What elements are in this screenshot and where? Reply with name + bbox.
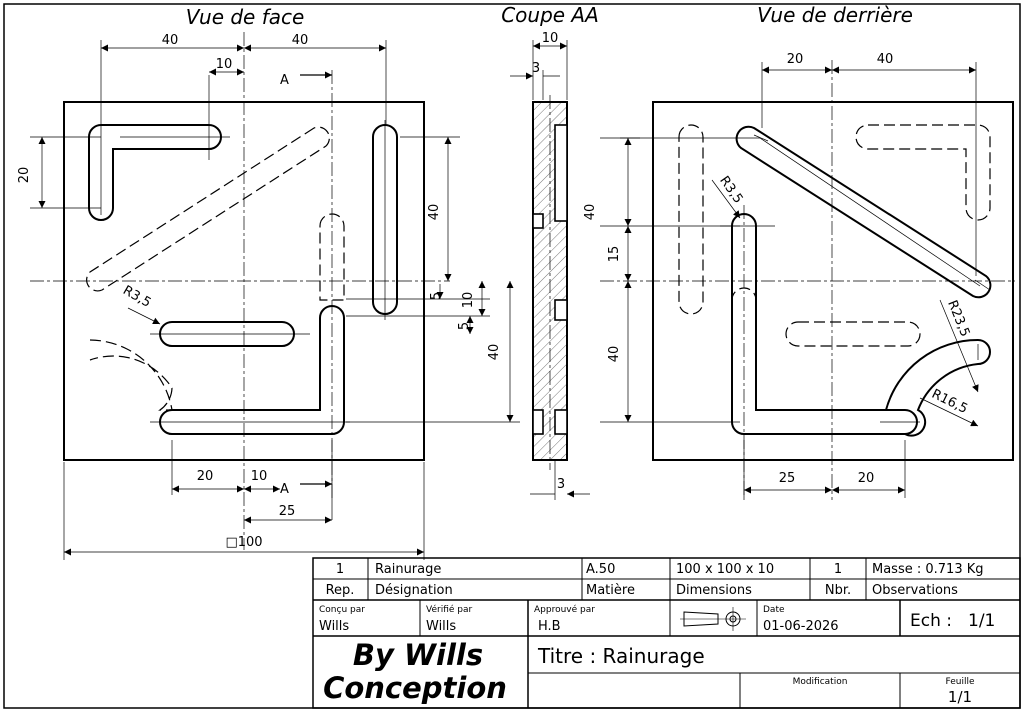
dim-back-20-bottom: 20 (858, 471, 875, 486)
dim-sec-3-top: 3 (532, 61, 540, 76)
dim-front-20-bottom: 20 (197, 469, 214, 484)
back-view: 20 40 R3,5 40 15 40 R23,5 R16,5 25 20 (583, 52, 1015, 500)
dim-front-40-right: 40 (292, 33, 309, 48)
tb-date-label: Date (763, 605, 785, 615)
tb-titre: Titre : Rainurage (537, 644, 705, 668)
dim-back-r35: R3,5 (716, 174, 745, 207)
tb-verifie-label: Vérifié par (426, 604, 472, 615)
view-title-front: Vue de face (186, 5, 305, 29)
drawing-frame (3, 3, 1021, 709)
dim-front-10-top: 10 (216, 57, 233, 72)
tb-row2-observations: Observations (872, 583, 958, 598)
tb-echelle-label: Ech : (910, 611, 952, 631)
tb-row2-rep: Rep. (326, 583, 355, 598)
dim-front-5-a: 5 (429, 292, 444, 300)
dim-front-40-v: 40 (427, 204, 442, 221)
back-hidden-horizontal-slot (785, 321, 921, 347)
dim-front-10-bottom: 10 (251, 469, 268, 484)
section-marker-top: A (280, 73, 289, 88)
tb-company-line2: Conception (323, 671, 507, 705)
front-l-slot-bottom (159, 305, 345, 435)
dim-back-40-top: 40 (877, 52, 894, 67)
back-hidden-l-slot (855, 124, 991, 221)
dim-front-10-v: 10 (461, 292, 476, 309)
back-hidden-corner-slot (731, 287, 757, 318)
tb-modification-label: Modification (793, 677, 848, 687)
tb-approuve-value: H.B (538, 619, 561, 634)
tb-row1-nbr: 1 (834, 562, 842, 577)
dim-back-r235: R23,5 (944, 298, 972, 339)
tb-verifie-value: Wills (426, 619, 456, 634)
dim-back-40-v: 40 (583, 204, 598, 221)
tb-row1-rep: 1 (336, 562, 344, 577)
back-plate-outline (652, 101, 1014, 461)
dim-back-15-v: 15 (607, 246, 622, 263)
back-l-slot (731, 213, 918, 435)
tb-row1-matiere: A.50 (586, 562, 615, 577)
tb-row2-dimensions: Dimensions (676, 583, 752, 598)
tb-company-line1: By Wills (353, 638, 483, 672)
dim-back-25-bottom: 25 (779, 471, 796, 486)
dim-front-20-left: 20 (17, 167, 32, 184)
back-arc-slot (885, 338, 991, 437)
back-diagonal-slot (735, 125, 992, 299)
section-view: 10 3 3 (510, 31, 590, 500)
front-hidden-diagonal-slot (86, 126, 330, 292)
back-hidden-vertical-slot (678, 124, 704, 315)
dim-front-25-bottom: 25 (279, 504, 296, 519)
view-title-section: Coupe AA (501, 3, 599, 27)
front-plate-outline (63, 101, 425, 461)
title-block: 1 Rainurage A.50 100 x 100 x 10 1 Masse … (312, 557, 1021, 709)
front-hidden-vertical-slot (319, 213, 345, 301)
front-vertical-slot (372, 124, 398, 315)
front-l-slot-top (88, 124, 222, 221)
dim-sec-10: 10 (542, 31, 559, 46)
tb-row2-matiere: Matière (586, 583, 635, 598)
dim-front-overall: □100 (225, 535, 262, 550)
dim-sec-3-bottom: 3 (557, 477, 565, 492)
tb-feuille-value: 1/1 (948, 688, 972, 706)
dim-front-40-left: 40 (162, 33, 179, 48)
dim-front-r35: R3,5 (120, 283, 153, 311)
tb-row1-designation: Rainurage (375, 562, 441, 577)
tb-row1-observations: Masse : 0.713 Kg (872, 562, 984, 577)
tb-feuille-label: Feuille (946, 677, 975, 687)
tb-concu-value: Wills (319, 619, 349, 634)
section-marker-bottom: A (280, 482, 289, 497)
tb-row2-nbr: Nbr. (825, 583, 851, 598)
tb-row1-dimensions: 100 x 100 x 10 (676, 562, 774, 577)
dim-back-20-top: 20 (787, 52, 804, 67)
tb-date-value: 01-06-2026 (763, 619, 839, 634)
dim-front-5-b: 5 (457, 322, 472, 330)
dim-front-40-v2: 40 (487, 344, 502, 361)
front-view: A A (17, 32, 520, 560)
tb-row2-designation: Désignation (375, 583, 453, 598)
tb-concu-label: Conçu par (319, 605, 365, 615)
tb-approuve-label: Approuvé par (534, 604, 595, 615)
view-title-back: Vue de derrière (757, 3, 913, 27)
projection-symbol-icon (680, 607, 746, 631)
dim-back-40-v2: 40 (607, 346, 622, 363)
front-horizontal-slot (159, 321, 295, 347)
front-hidden-arc-slot (89, 339, 173, 411)
tb-echelle-value: 1/1 (968, 611, 995, 631)
